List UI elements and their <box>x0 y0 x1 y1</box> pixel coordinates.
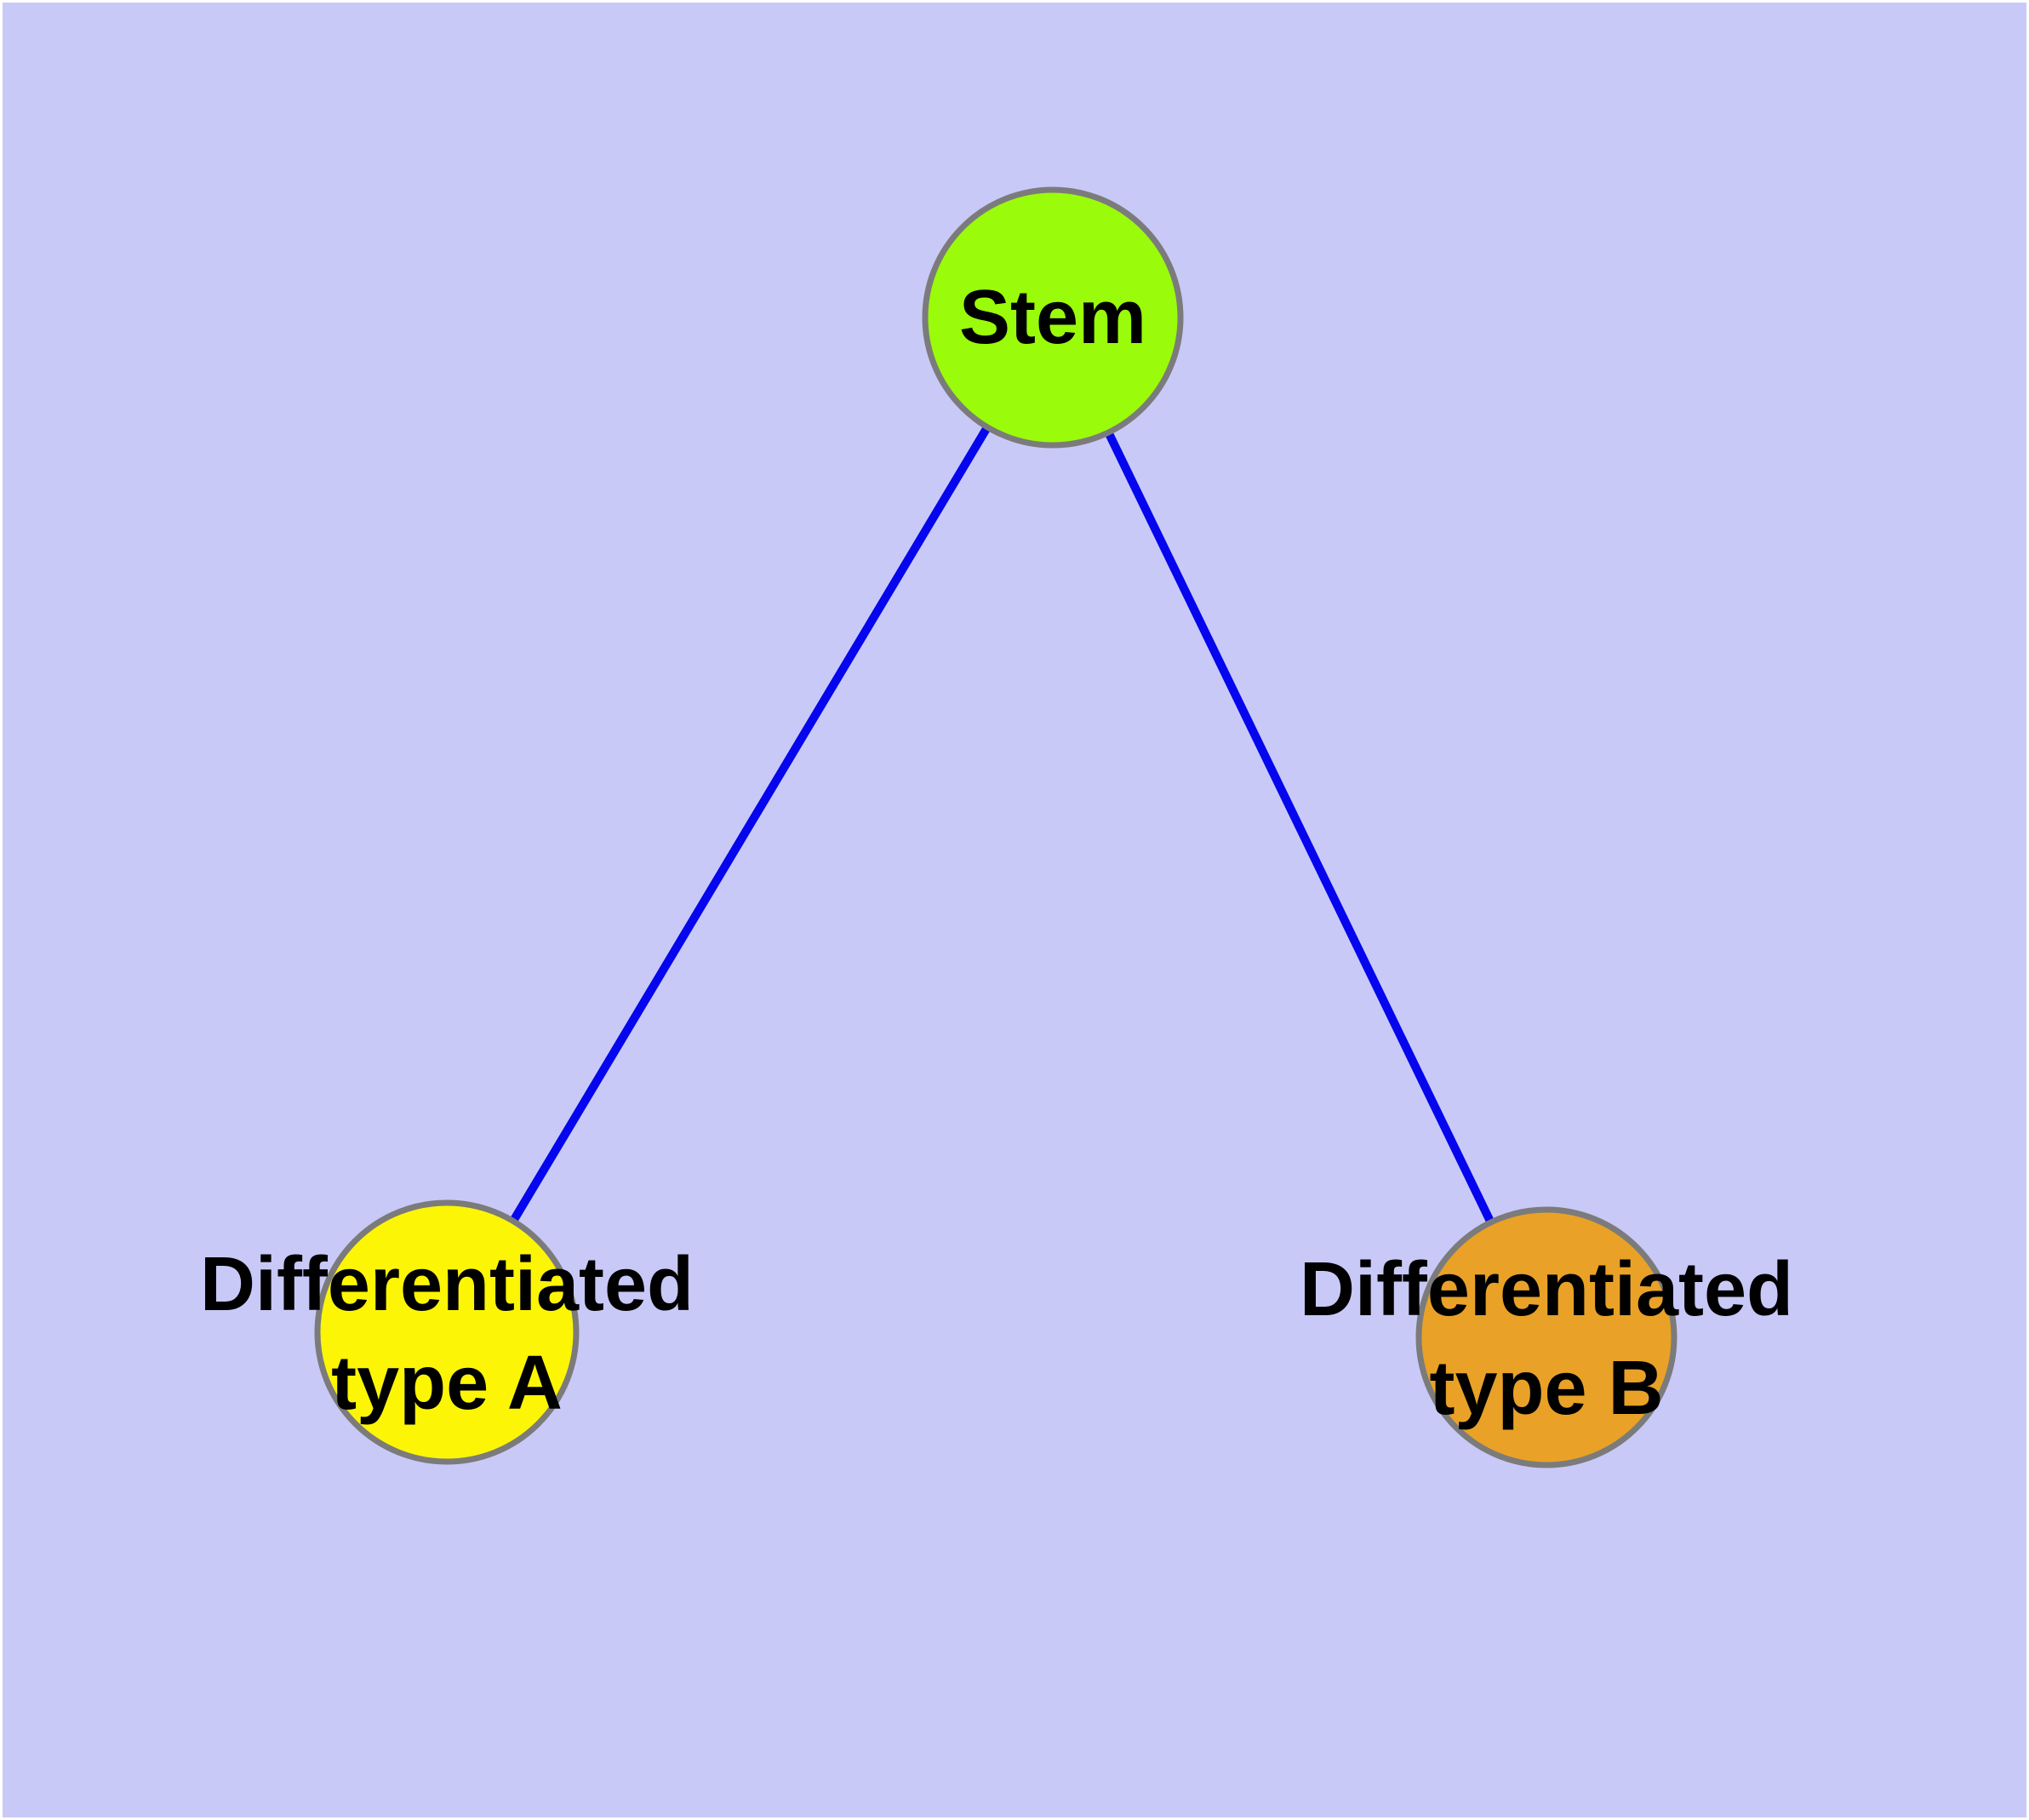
node-stem-circle <box>922 186 1184 449</box>
node-type-b-label-line2: type B <box>1429 1346 1663 1431</box>
edge-stem-to-type-b <box>1049 315 1551 1340</box>
node-stem-label: Stem <box>959 275 1146 360</box>
edge-stem-to-type-a <box>443 315 1057 1335</box>
node-type-b-label-line1: Differentiated <box>1300 1247 1793 1332</box>
node-type-a-label-line2: type A <box>331 1341 563 1426</box>
node-type-a-circle <box>314 1199 580 1465</box>
node-type-a-label-line1: Differentiated <box>200 1242 694 1327</box>
node-type-b-circle <box>1415 1206 1677 1468</box>
